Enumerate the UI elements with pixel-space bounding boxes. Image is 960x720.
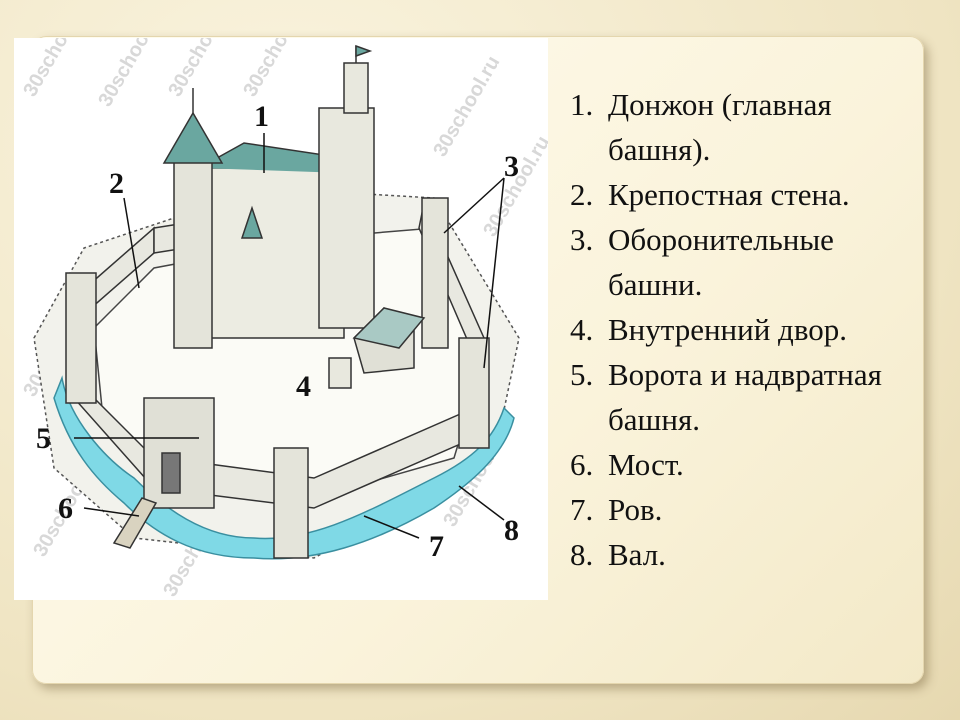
callout-3: 3 [504,150,519,183]
legend-item: 2. Крепостная стена. [570,172,910,217]
legend-item: 6. Мост. [570,442,910,487]
callout-5: 5 [36,422,51,455]
watermark: 30school.ru [429,52,504,160]
callout-6: 6 [58,492,73,525]
watermark: 30school.ru [94,38,169,111]
tower-roof [162,111,224,164]
well [328,357,352,389]
legend-item: 5. Ворота и надвратная башня. [570,352,910,442]
watermark: 30school.ru [479,132,548,240]
legend-number: 5. [570,357,594,392]
watermark: 30school.ru [19,38,94,101]
watermark: 30school.ru [164,38,239,101]
bridge [112,497,158,549]
callout-7: 7 [429,530,444,563]
legend-text: Вал. [608,537,666,572]
donjon-keep [162,44,375,349]
legend-text: Оборонительные башни. [608,222,834,302]
legend-text: Мост. [608,447,684,482]
legend-item: 3. Оборонительные башни. [570,217,910,307]
callout-4: 4 [296,370,311,403]
legend-number: 3. [570,222,594,257]
castle-drawing: 30school.ru 30school.ru 30school.ru 30sc… [19,38,548,600]
legend-item: 1. Донжон (главная башня). [570,82,910,172]
outbuildings [328,307,426,389]
corner-towers [65,197,490,559]
legend-item: 7. Ров. [570,487,910,532]
legend-number: 1. [570,87,594,122]
callout-lines [74,133,505,539]
legend-text: Крепостная стена. [608,177,850,212]
flag [355,44,373,58]
callout-8: 8 [504,514,519,547]
castle-illustration: 30school.ru 30school.ru 30school.ru 30sc… [14,38,548,600]
legend-text: Внутренний двор. [608,312,848,347]
gatehouse [143,397,215,509]
callout-2: 2 [109,167,124,200]
legend-item: 4. Внутренний двор. [570,307,910,352]
callout-numbers: 1 2 3 4 5 6 7 8 [36,100,519,563]
legend-item: 8. Вал. [570,532,910,577]
castle-parts-legend: 1. Донжон (главная башня). 2. Крепостная с… [570,82,910,577]
legend-number: 6. [570,447,594,482]
callout-1: 1 [254,100,269,133]
legend-number: 8. [570,537,594,572]
watermark: 30school.ru [239,38,314,101]
legend-number: 7. [570,492,594,527]
legend-text: Донжон (главная башня). [608,87,832,167]
legend-number: 4. [570,312,594,347]
legend-text: Ворота и надвратная башня. [608,357,882,437]
moat-water [53,375,515,560]
legend-text: Ров. [608,492,663,527]
legend-number: 2. [570,177,594,212]
